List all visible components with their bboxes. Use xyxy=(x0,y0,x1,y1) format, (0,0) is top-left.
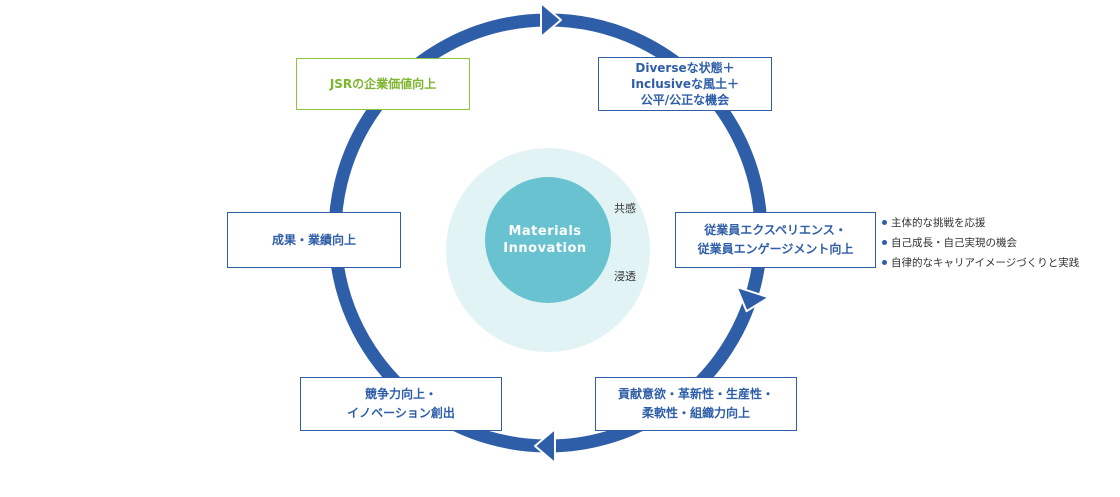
node-results: 成果・業績向上 xyxy=(227,212,401,268)
bullet-text: 自己成長・自己実現の機会 xyxy=(891,237,1017,249)
node-line: 公平/公正な機会 xyxy=(640,93,730,107)
cycle-arrowhead-icon xyxy=(534,428,556,464)
bullet-dot-icon xyxy=(882,240,887,245)
inner-circle xyxy=(485,177,611,303)
cycle-arrowhead-icon xyxy=(540,2,562,38)
node-competitiveness: 競争力向上・ イノベーション創出 xyxy=(300,377,502,431)
label-penetration: 浸透 xyxy=(614,270,636,283)
center-title-line-1: Materials xyxy=(508,224,582,239)
node-jsr-corporate-value: JSRの企業価値向上 xyxy=(296,58,470,110)
node-line: 競争力向上・ xyxy=(364,387,437,401)
node-contribution: 貢献意欲・革新性・生産性・ 柔軟性・組織力向上 xyxy=(595,377,797,431)
node-line: イノベーション創出 xyxy=(347,406,455,420)
node-line: Inclusiveな風土＋ xyxy=(631,77,739,91)
experience-bullet-list: 主体的な挑戦を応援 自己成長・自己実現の機会 自律的なキャリアイメージづくりと実… xyxy=(882,213,1079,273)
node-line: 貢献意欲・革新性・生産性・ xyxy=(617,387,774,401)
node-line: JSRの企業価値向上 xyxy=(329,76,437,91)
bullet-dot-icon xyxy=(882,260,887,265)
cycle-arrowhead-icon xyxy=(735,285,770,313)
node-line: Diverseな状態＋ xyxy=(635,61,735,75)
node-employee-experience: 従業員エクスペリエンス・ 従業員エンゲージメント向上 xyxy=(675,212,876,268)
bullet-item: 自律的なキャリアイメージづくりと実践 xyxy=(882,253,1079,273)
center-title-line-2: Innovation xyxy=(503,241,587,256)
node-line: 柔軟性・組織力向上 xyxy=(641,406,750,420)
node-line: 成果・業績向上 xyxy=(271,232,356,247)
bullet-dot-icon xyxy=(882,220,887,225)
node-line: 従業員エンゲージメント向上 xyxy=(697,242,854,256)
node-diverse-inclusive: Diverseな状態＋ Inclusiveな風土＋ 公平/公正な機会 xyxy=(598,57,772,111)
label-empathy: 共感 xyxy=(614,202,636,215)
bullet-item: 自己成長・自己実現の機会 xyxy=(882,233,1079,253)
bullet-item: 主体的な挑戦を応援 xyxy=(882,213,1079,233)
bullet-text: 主体的な挑戦を応援 xyxy=(891,217,986,229)
center-title: Materials Innovation xyxy=(484,223,606,257)
node-line: 従業員エクスペリエンス・ xyxy=(704,223,847,237)
bullet-text: 自律的なキャリアイメージづくりと実践 xyxy=(891,257,1080,269)
